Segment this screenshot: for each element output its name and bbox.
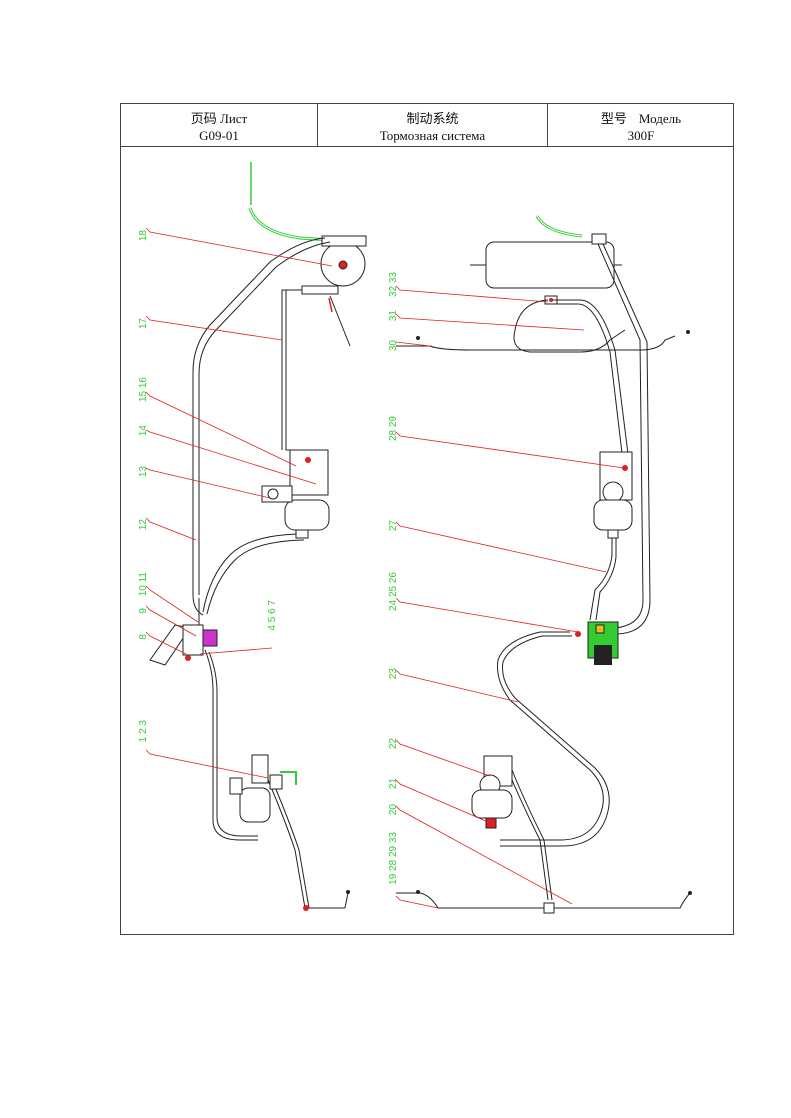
callout-right-19-33: 19 28 29 33 xyxy=(388,832,399,885)
leader-right-28-29 xyxy=(395,431,625,469)
callout-right-27: 27 xyxy=(388,520,399,532)
leader-right-22 xyxy=(395,739,491,777)
page-cell: 页码 Лист G09-01 xyxy=(121,104,318,147)
callout-left-17: 17 xyxy=(138,318,149,330)
leader-right-32-33 xyxy=(395,285,549,303)
leader-left-15-16 xyxy=(145,391,297,467)
model-value: 300F xyxy=(627,128,655,143)
left-control-valve xyxy=(149,598,218,666)
callout-labels: 18 17 15 16 14 13 12 10 11 9 8 4 5 6 7 1 2 3 32 33 3… xyxy=(138,230,399,885)
callout-left-9: 9 xyxy=(138,608,149,614)
left-brake-chamber xyxy=(261,449,330,539)
leader-right-24-26 xyxy=(395,597,579,633)
left-air-tank xyxy=(301,235,367,347)
page-label: 页码 Лист xyxy=(190,111,248,126)
system-title-cn: 制动系统 xyxy=(406,111,459,126)
leader-left-17 xyxy=(145,315,283,341)
leader-right-20 xyxy=(395,805,573,905)
callout-left-10-11: 10 11 xyxy=(138,572,149,597)
leader-right-23 xyxy=(395,669,519,703)
right-hose-top xyxy=(535,215,583,238)
leader-left-12 xyxy=(145,517,197,541)
callout-left-14: 14 xyxy=(138,425,149,437)
leader-right-19-33 xyxy=(395,895,439,909)
leader-right-30 xyxy=(395,341,431,347)
callout-right-30: 30 xyxy=(388,340,399,352)
leader-left-13 xyxy=(145,467,271,499)
callout-right-32-33: 32 33 xyxy=(388,272,399,297)
leader-left-14 xyxy=(145,429,317,485)
callout-left-1-3: 1 2 3 xyxy=(138,720,149,743)
right-air-tank xyxy=(470,233,622,305)
leader-left-1-3 xyxy=(145,749,269,779)
left-hose-top xyxy=(248,162,331,242)
left-bottom-chamber xyxy=(229,754,297,823)
model-label-ru: Модель xyxy=(638,111,682,126)
model-label-cn: 型号 xyxy=(600,111,627,126)
callout-left-4-7: 4 5 6 7 xyxy=(267,600,278,631)
callout-right-28-29: 28 29 xyxy=(388,416,399,441)
leader-lines xyxy=(145,227,625,909)
right-brake-chamber-lower xyxy=(471,755,513,829)
left-pedal-rod xyxy=(303,890,350,911)
right-axle-end-fittings xyxy=(416,330,692,914)
leader-left-8 xyxy=(145,631,187,655)
callout-right-23: 23 xyxy=(388,668,399,680)
page-number: G09-01 xyxy=(199,128,239,143)
callout-right-21: 21 xyxy=(388,778,399,790)
system-cell: 制动系统 Тормозная система xyxy=(318,104,548,147)
callout-right-31: 31 xyxy=(388,310,399,322)
right-brake-chamber-upper xyxy=(593,451,633,539)
right-relay-valve xyxy=(575,621,619,665)
callout-left-15-16: 15 16 xyxy=(138,377,149,402)
callout-right-22: 22 xyxy=(388,738,399,750)
model-cell: 型号 Модель 300F xyxy=(548,104,734,147)
leader-left-10-11 xyxy=(145,585,199,623)
callout-left-8: 8 xyxy=(138,634,149,640)
callout-left-18: 18 xyxy=(138,230,149,242)
callout-left-13: 13 xyxy=(138,466,149,478)
leader-left-9 xyxy=(145,605,197,637)
right-pipe-network xyxy=(396,243,691,909)
leader-left-4-7 xyxy=(199,647,273,655)
callout-right-24-26: 24 25 26 xyxy=(388,572,399,611)
callout-right-20: 20 xyxy=(388,804,399,816)
callout-left-12: 12 xyxy=(138,519,149,531)
drawing-sheet: 页码 Лист G09-01 制动系统 Тормозная система 型号… xyxy=(120,103,734,935)
system-title-ru: Тормозная система xyxy=(379,128,486,143)
leader-right-21 xyxy=(395,779,489,823)
leader-right-27 xyxy=(395,521,607,573)
leader-right-31 xyxy=(395,313,585,331)
title-block: 页码 Лист G09-01 制动系统 Тормозная система 型号… xyxy=(121,104,733,147)
leader-left-18 xyxy=(145,227,333,267)
